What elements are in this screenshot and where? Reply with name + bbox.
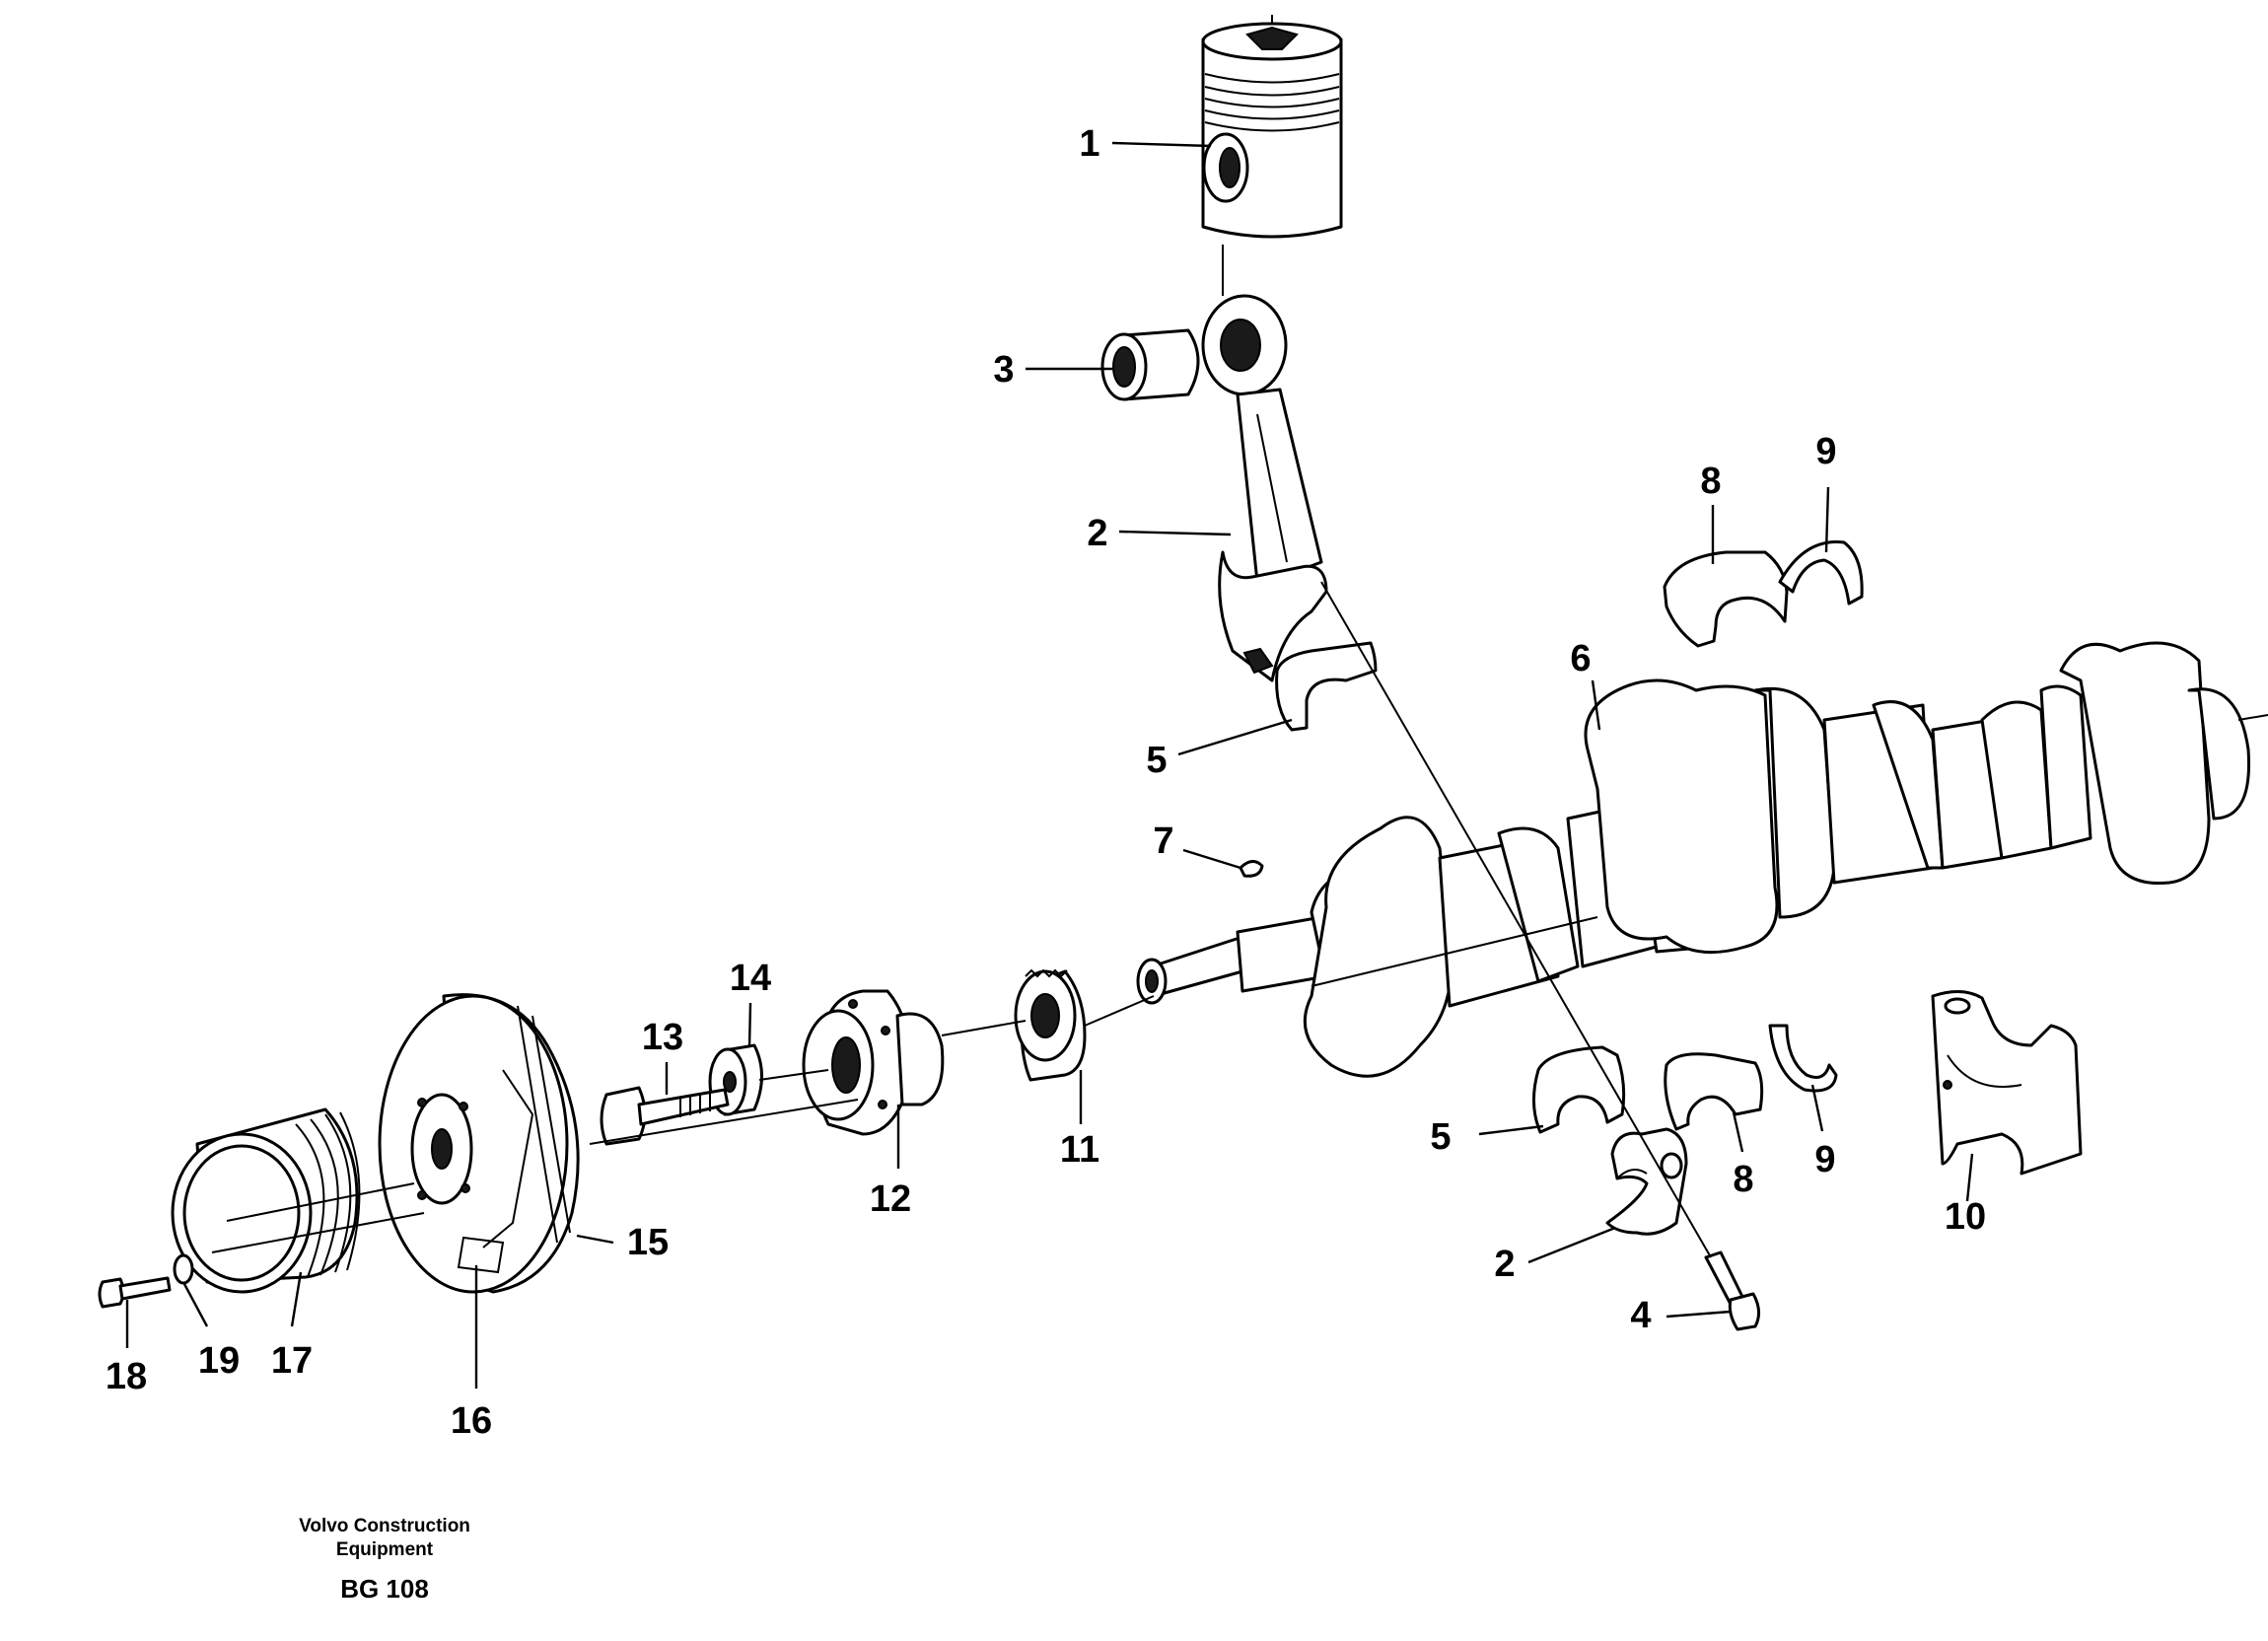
small-end-bushing: [1100, 328, 1200, 401]
pulley-washer: [173, 1253, 194, 1285]
callout-18: 18: [106, 1356, 147, 1397]
main-bearing-shell-upper: [1663, 550, 1789, 648]
callout-3: 3: [993, 349, 1014, 391]
callout-labels: 1 3 2 8 9 6 5 7 14 13 11 12 15 16 17 18 …: [106, 123, 1986, 1442]
callout-8b: 8: [1733, 1159, 1753, 1200]
callout-6: 6: [1570, 638, 1591, 679]
callout-2b: 2: [1494, 1244, 1515, 1285]
leader-lines: [125, 141, 1974, 1389]
thrust-washer-upper: [1778, 540, 1864, 606]
crankshaft-hub: [802, 989, 945, 1136]
callout-9: 9: [1815, 431, 1836, 472]
woodruff-key: [1239, 860, 1264, 878]
callout-13: 13: [642, 1017, 683, 1058]
callout-5: 5: [1146, 740, 1167, 781]
callout-9b: 9: [1814, 1139, 1835, 1180]
callout-19: 19: [198, 1340, 240, 1382]
callout-16: 16: [451, 1400, 492, 1442]
callout-11: 11: [1060, 1129, 1099, 1171]
callout-1: 1: [1079, 123, 1099, 165]
connecting-rod: [1201, 294, 1328, 682]
rod-cap-bolt: [1704, 1250, 1760, 1331]
caption-company-sub: Equipment: [335, 1539, 434, 1560]
callout-2: 2: [1087, 513, 1107, 554]
crankshaft: [1136, 641, 2268, 1078]
callout-15: 15: [627, 1222, 669, 1263]
callout-17: 17: [271, 1340, 313, 1382]
callout-4: 4: [1630, 1295, 1651, 1336]
thrust-washer-lower: [1768, 1024, 1838, 1093]
caption-drawing-code: BG 108: [340, 1574, 429, 1604]
callout-8: 8: [1700, 461, 1721, 502]
caption-company: Volvo Construction: [299, 1516, 470, 1536]
main-bearing-shell-lower: [1664, 1052, 1764, 1131]
connecting-rod-cap: [1605, 1127, 1688, 1236]
piston: [1201, 15, 1343, 239]
crankshaft-pulley: [171, 1107, 425, 1294]
callout-5b: 5: [1430, 1116, 1451, 1158]
vibration-damper: [378, 993, 580, 1294]
hub-washer: [708, 1043, 763, 1116]
pulley-bolt: [98, 1276, 172, 1309]
crankshaft-gear: [1014, 968, 1087, 1082]
big-end-bearing-upper: [1275, 641, 1378, 732]
big-end-bearing-lower: [1531, 1045, 1626, 1134]
callout-7: 7: [1153, 820, 1173, 862]
hub-bolt: [600, 1086, 730, 1146]
callout-10: 10: [1945, 1196, 1986, 1238]
callout-14: 14: [730, 958, 771, 999]
callout-12: 12: [870, 1178, 911, 1220]
main-bearing-cap: [1931, 990, 2083, 1176]
